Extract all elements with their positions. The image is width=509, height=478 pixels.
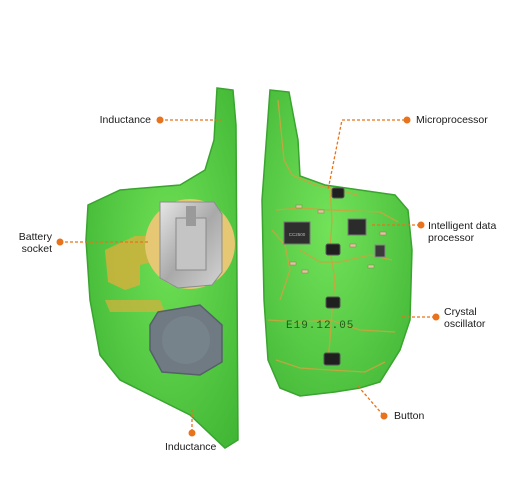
tact-switches	[323, 187, 345, 366]
battery-socket	[145, 199, 235, 289]
label-intelligent-line1: Intelligent data	[428, 220, 497, 232]
chip-marking: CC2500	[289, 232, 306, 237]
label-inductance-bottom: Inductance	[165, 441, 217, 453]
button-pad	[149, 304, 223, 376]
data-processor-chip	[347, 218, 367, 236]
label-button: Button	[394, 410, 425, 422]
callout-lines	[60, 119, 435, 432]
date-code: E19.12.05	[286, 320, 354, 332]
right-pcb-board: CC2500 E19.12.05	[261, 89, 413, 397]
smd-components	[289, 204, 387, 274]
label-battery-line2: socket	[21, 243, 52, 255]
label-microprocessor: Microprocessor	[416, 114, 488, 126]
label-battery-line1: Battery	[18, 231, 52, 243]
label-intelligent-line2: processor	[428, 232, 475, 244]
label-battery-socket: Battery socket	[0, 231, 52, 255]
label-inductance-top: Inductance	[99, 114, 151, 126]
crystal-oscillator	[374, 244, 386, 258]
label-crystal-line1: Crystal	[444, 306, 477, 318]
microprocessor-chip: CC2500	[283, 221, 311, 245]
label-crystal-oscillator: Crystal oscillator	[444, 306, 485, 330]
label-crystal-line2: oscillator	[444, 318, 486, 330]
left-pcb-board	[85, 87, 239, 449]
gold-traces	[267, 99, 399, 373]
label-intelligent-data-processor: Intelligent data processor	[428, 220, 496, 244]
callout-dots	[56, 116, 440, 437]
